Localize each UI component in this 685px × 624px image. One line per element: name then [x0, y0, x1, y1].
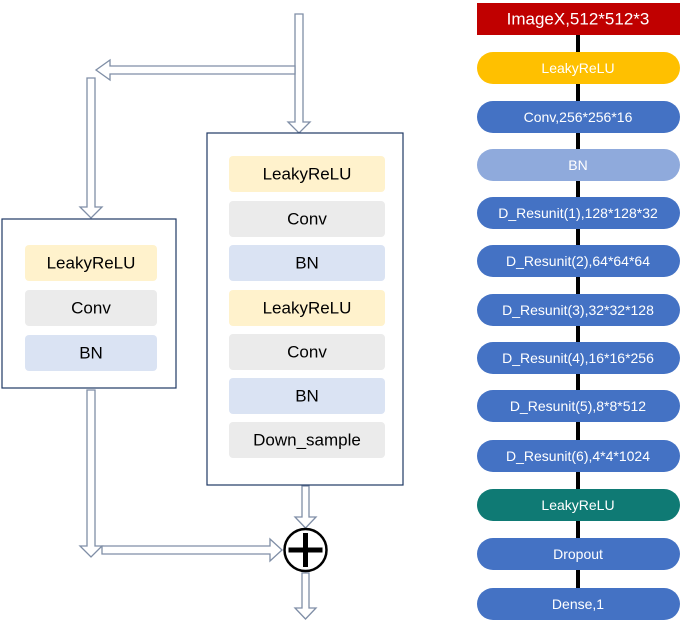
pipeline-conv-box [477, 101, 680, 133]
arrow-branch-left [94, 58, 296, 82]
pipeline-input-label: ImageX,512*512*3 [507, 10, 650, 29]
pipeline-steps: ImageX,512*512*3 LeakyReLU Conv,256*256*… [477, 3, 680, 620]
pipeline-resunit-2-box [477, 245, 680, 277]
pipeline-resunit-6-box [477, 440, 680, 472]
pipeline-leakyrelu-1-box [477, 52, 680, 84]
pipeline-resunit-1-label: D_Resunit(1),128*128*32 [498, 205, 658, 221]
middle-bn-box-1 [229, 245, 385, 281]
pipeline-dense-label: Dense,1 [552, 596, 604, 612]
pipeline-dropout-box [477, 538, 680, 570]
left-conv-label: Conv [71, 299, 111, 318]
pipeline-input-box [477, 3, 680, 35]
left-block-layers: LeakyReLU Conv BN [25, 245, 157, 371]
middle-leakyrelu-label-1: LeakyReLU [263, 165, 352, 184]
left-conv-box [25, 290, 157, 326]
pipeline-dropout-label: Dropout [553, 546, 603, 562]
arrow-to-plus [101, 537, 283, 563]
middle-conv-box-1 [229, 201, 385, 237]
middle-leakyrelu-box-2 [229, 290, 385, 326]
arrow-middle-out-down [293, 485, 318, 529]
left-leakyrelu-label: LeakyReLU [47, 254, 136, 273]
pipeline-resunit-3-label: D_Resunit(3),32*32*128 [502, 302, 654, 318]
left-bn-box [25, 335, 157, 371]
pipeline-leakyrelu-2-box [477, 489, 680, 521]
pipeline-resunit-4-box [477, 342, 680, 374]
middle-conv-box-2 [229, 334, 385, 370]
left-bn-label: BN [79, 344, 103, 363]
arrow-left-out-down [78, 389, 104, 558]
pipeline-resunit-4-label: D_Resunit(4),16*16*256 [502, 350, 654, 366]
middle-downsample-label: Down_sample [253, 431, 361, 450]
left-leakyrelu-box [25, 245, 157, 281]
pipeline-resunit-3-box [477, 294, 680, 326]
pipeline-resunit-5-label: D_Resunit(5),8*8*512 [510, 398, 646, 414]
middle-bn-label-2: BN [295, 387, 319, 406]
pipeline-resunit-5-box [477, 390, 680, 422]
middle-leakyrelu-label-2: LeakyReLU [263, 299, 352, 318]
arrow-output-down [293, 572, 318, 620]
pipeline-leakyrelu-1-label: LeakyReLU [541, 60, 614, 76]
flow-arrows [78, 13, 318, 620]
middle-conv-label-2: Conv [287, 343, 327, 362]
pipeline-leakyrelu-2-label: LeakyReLU [541, 497, 614, 513]
arrow-input-down [286, 13, 312, 134]
pipeline-dense-box [477, 588, 680, 620]
pipeline-resunit-2-label: D_Resunit(2),64*64*64 [506, 253, 650, 269]
arrow-left-down [78, 77, 104, 219]
pipeline-resunit-6-label: D_Resunit(6),4*4*1024 [506, 448, 650, 464]
middle-bn-label-1: BN [295, 254, 319, 273]
middle-leakyrelu-box-1 [229, 156, 385, 192]
pipeline-conv-label: Conv,256*256*16 [524, 109, 633, 125]
middle-block-layers: LeakyReLU Conv BN LeakyReLU Conv BN Down… [229, 156, 385, 458]
plus-icon [283, 527, 328, 573]
pipeline-bn-label: BN [568, 157, 587, 173]
pipeline-resunit-1-box [477, 197, 680, 229]
middle-bn-box-2 [229, 378, 385, 414]
pipeline-bn-box [477, 149, 680, 181]
middle-downsample-box [229, 422, 385, 458]
middle-conv-label-1: Conv [287, 210, 327, 229]
